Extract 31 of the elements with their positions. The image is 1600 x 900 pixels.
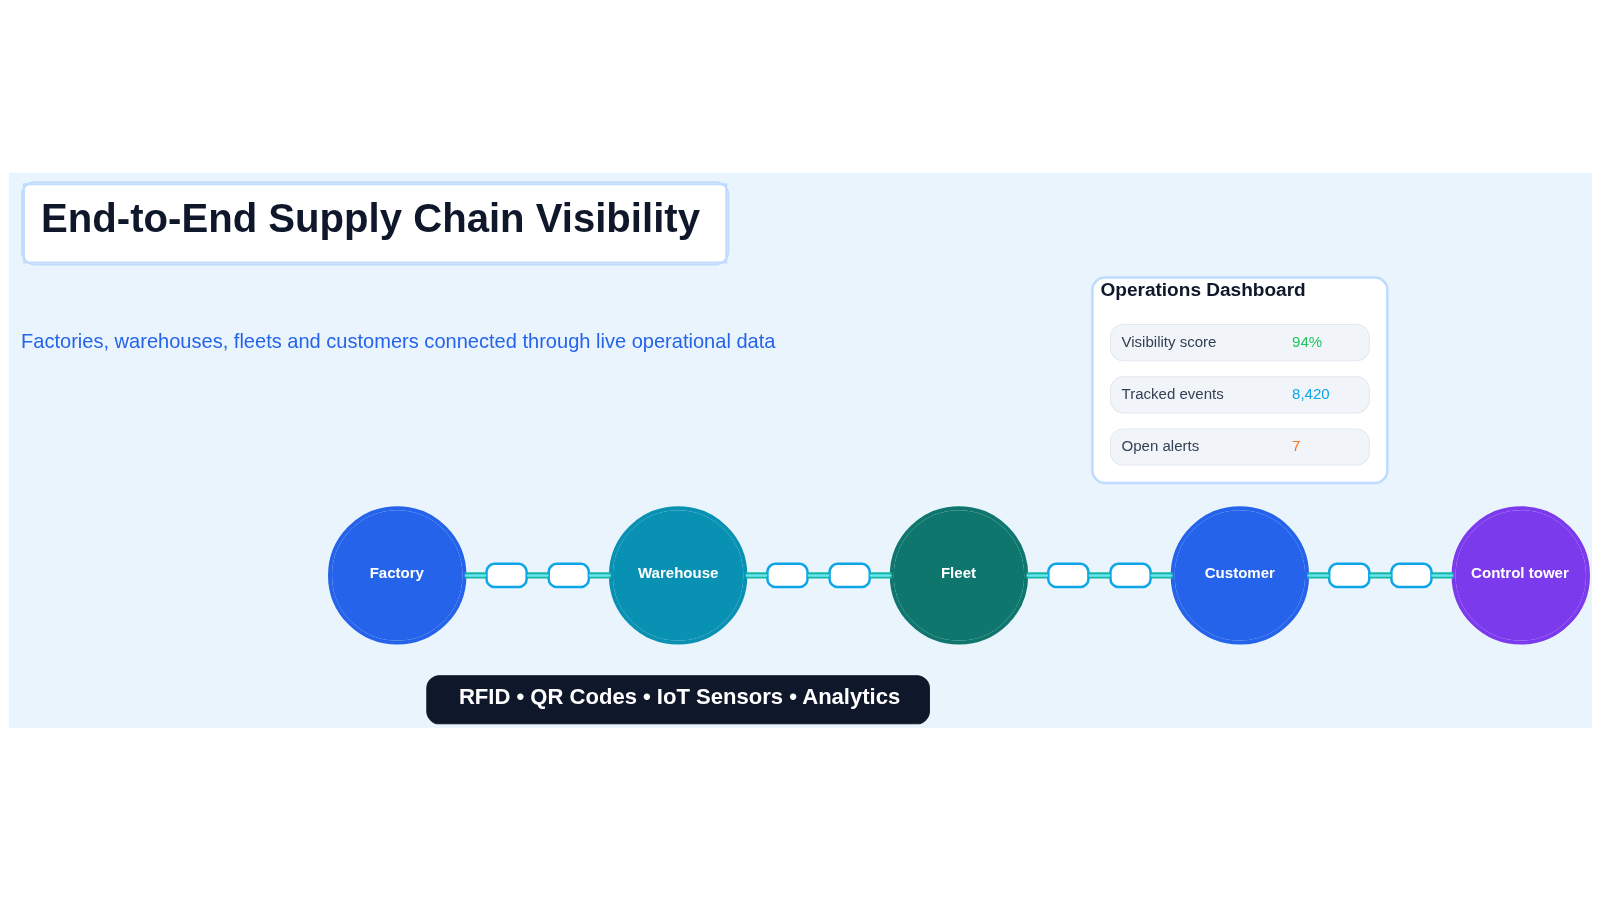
node-box: [765, 562, 809, 588]
node-circle: Fleet: [889, 505, 1028, 645]
connector: [526, 571, 548, 578]
connector: [807, 571, 829, 578]
node-circle: Warehouse: [608, 505, 747, 645]
node-circle: Control tower: [1451, 505, 1590, 645]
connector: [588, 571, 611, 578]
node-box: [546, 562, 590, 588]
node-box: [1327, 562, 1371, 588]
node-box: RFID • QR Codes • IoT Sensors • Analytics: [425, 674, 930, 724]
node-box: Tracked events 8,420: [1109, 375, 1370, 413]
connector: [464, 571, 486, 578]
node-box: [1046, 562, 1090, 588]
label: Factories, warehouses, fleets and customers connected through live operational data: [20, 329, 775, 352]
node-circle: Factory: [327, 505, 466, 645]
connector: [869, 571, 892, 578]
connector: [1431, 571, 1453, 578]
connector: [1306, 571, 1329, 578]
connector: [1088, 571, 1110, 578]
node-box: [484, 562, 528, 588]
connector: [1150, 571, 1173, 578]
node-box: Open alerts 7: [1109, 427, 1370, 466]
node-box: Visibility score 94%: [1109, 323, 1370, 361]
connector: [1026, 571, 1048, 578]
diagram-title: End-to-End Supply Chain Visibility: [40, 195, 700, 241]
node-box: [827, 562, 871, 588]
connector: [1369, 571, 1391, 578]
node-circle: Customer: [1170, 505, 1309, 645]
node-box: [1389, 562, 1433, 588]
node-box: [1108, 562, 1152, 588]
connector: [745, 571, 767, 578]
